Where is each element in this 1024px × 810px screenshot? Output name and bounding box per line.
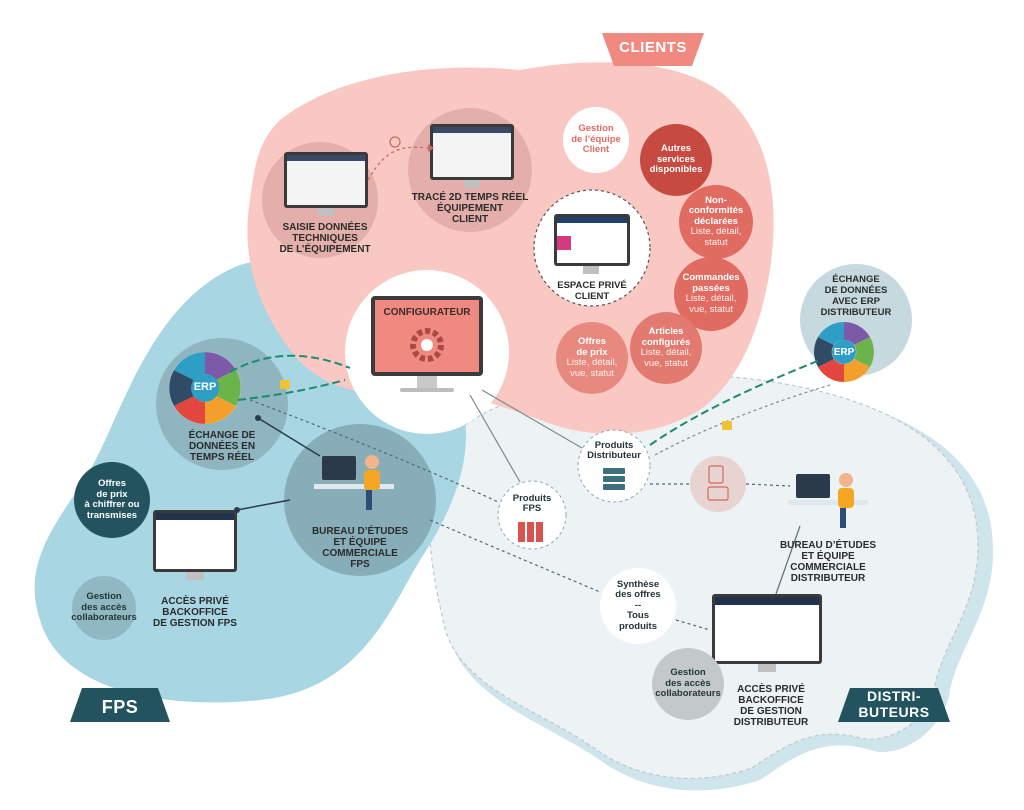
erp-wheel-fps xyxy=(169,352,241,424)
server-icon xyxy=(603,468,625,490)
offres-chiffrer-bubble xyxy=(74,462,150,538)
clients-ribbon xyxy=(602,33,704,66)
articles-bubble xyxy=(630,312,702,384)
distributeurs-ribbon xyxy=(838,688,950,722)
backoffice-distributeur-monitor xyxy=(712,594,822,672)
clients-ribbon-label: CLIENTS xyxy=(619,39,687,56)
pdf-icon xyxy=(708,465,724,484)
pdf-mail-circle xyxy=(690,456,746,512)
erp-fps-link-top xyxy=(229,354,351,373)
bureau-fps-to-erp xyxy=(257,417,321,457)
pdf-to-bureau xyxy=(745,483,791,487)
synthese-bubble xyxy=(600,568,676,644)
erp-distri-link-top xyxy=(649,359,821,446)
autres-services-bubble xyxy=(640,124,712,196)
backoffice-fps-monitor xyxy=(153,510,237,580)
fps-ribbon-label: FPS xyxy=(101,697,139,717)
saisie-to-trace-arrow xyxy=(367,146,429,181)
offres-prix-bubble xyxy=(556,322,628,394)
gestion-equipe-bubble xyxy=(563,107,629,173)
bureau-distributeur-illustration xyxy=(788,473,868,528)
espace-monitor xyxy=(554,214,630,274)
saisie-monitor xyxy=(284,152,368,216)
eye-icon xyxy=(389,136,401,148)
distributeurs-ribbon-label: DISTRI-BUTEURS xyxy=(858,688,930,720)
erp-fps-link-bottom xyxy=(237,379,346,401)
lock-icon-distributeur xyxy=(722,421,732,430)
binders-icon xyxy=(518,522,543,542)
produits-distributeur-circle xyxy=(577,429,651,503)
erp-fps-label: ERP xyxy=(193,381,217,393)
gestion-acces-fps-bubble xyxy=(72,576,136,640)
non-conformites-bubble xyxy=(679,185,753,259)
bureau-fps-to-backoffice xyxy=(236,499,291,511)
config-to-produits-fps xyxy=(469,394,521,483)
configurateur-title: CONFIGURATEUR xyxy=(383,307,471,318)
erp-distributeur-label: ERP xyxy=(833,347,855,358)
gestion-acces-distri-bubble xyxy=(652,648,724,720)
fps-ribbon xyxy=(70,688,170,722)
erp-wheel-distributeur xyxy=(813,322,875,382)
bureau-to-backoffice-distri xyxy=(775,525,801,595)
config-to-produits-distri xyxy=(481,389,583,449)
gear-icon xyxy=(410,328,444,362)
commandes-bubble xyxy=(674,257,748,331)
trace-monitor xyxy=(430,124,514,188)
mail-icon xyxy=(707,486,729,501)
bureau-fps-illustration xyxy=(314,455,394,510)
bureau-to-synthese xyxy=(429,519,601,593)
erp-distri-link-bottom xyxy=(654,384,831,456)
produits-fps-circle xyxy=(497,480,567,550)
lock-icon-fps xyxy=(280,380,290,389)
